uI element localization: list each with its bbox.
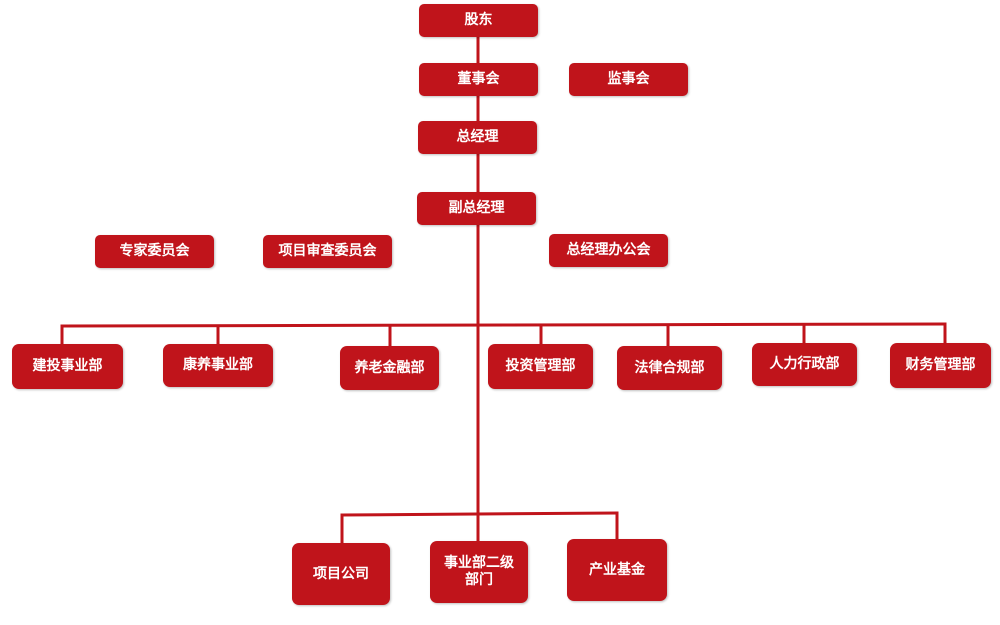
board-of-supervisors-label: 监事会: [607, 71, 650, 87]
general-manager-label: 总经理: [456, 129, 499, 145]
industry-fund-label: 产业基金: [589, 561, 645, 578]
board-of-directors-label: 董事会: [457, 71, 500, 87]
division-secondary-label-line2: 部门: [465, 572, 493, 588]
deputy-general-manager-box: 副总经理: [417, 192, 536, 225]
expert-committee-label: 专家委员会: [119, 243, 190, 259]
department-box: 财务管理部: [890, 343, 991, 388]
project-company-box: 项目公司: [292, 543, 390, 605]
project-review-committee-box: 项目审查委员会: [263, 235, 392, 268]
department-label: 养老金融部: [354, 359, 425, 376]
project-company-label: 项目公司: [313, 565, 369, 582]
department-label: 康养事业部: [183, 357, 253, 373]
board-of-directors-box: 董事会: [419, 63, 538, 96]
division-secondary-box: 事业部二级 部门: [430, 541, 528, 603]
department-label: 人力行政部: [769, 356, 840, 372]
gm-office-meeting-label: 总经理办公会: [566, 242, 651, 258]
department-box: 康养事业部: [163, 344, 273, 387]
shareholders-label: 股东: [464, 12, 493, 28]
general-manager-box: 总经理: [418, 121, 537, 154]
department-label: 法律合规部: [634, 359, 705, 376]
department-box: 养老金融部: [340, 346, 439, 390]
department-box: 人力行政部: [752, 343, 857, 386]
division-secondary-label-line1: 事业部二级: [444, 555, 514, 571]
deputy-general-manager-label: 副总经理: [448, 200, 505, 216]
department-label: 建投事业部: [32, 358, 103, 374]
department-label: 财务管理部: [905, 357, 976, 373]
expert-committee-box: 专家委员会: [95, 235, 214, 268]
project-review-committee-label: 项目审查委员会: [278, 243, 377, 259]
department-box: 建投事业部: [12, 344, 123, 389]
industry-fund-box: 产业基金: [567, 539, 667, 601]
shareholders-box: 股东: [419, 4, 538, 37]
department-box: 投资管理部: [488, 344, 593, 389]
gm-office-meeting-box: 总经理办公会: [549, 234, 668, 267]
board-of-supervisors-box: 监事会: [569, 63, 688, 96]
department-label: 投资管理部: [505, 358, 576, 374]
department-box: 法律合规部: [617, 346, 722, 390]
department-bus-line: [60, 322, 947, 328]
